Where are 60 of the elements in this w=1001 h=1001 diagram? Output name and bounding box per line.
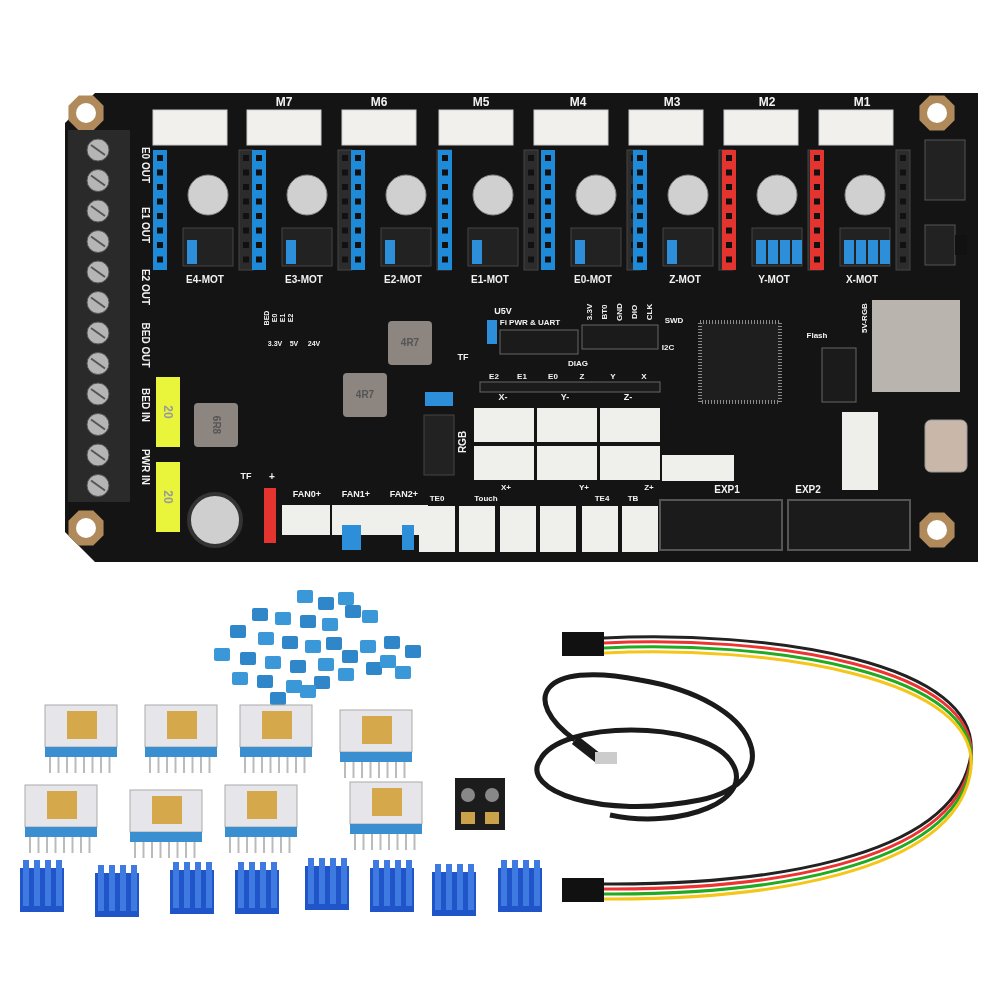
silkscreen-label: FAN0+ — [292, 489, 322, 499]
silkscreen-label: EXP2 — [795, 485, 821, 495]
silkscreen-label: TF — [457, 352, 469, 362]
silkscreen-label: E2 — [489, 373, 499, 381]
silkscreen-label: E0 OUT — [140, 146, 150, 184]
silkscreen-label: FAN1+ — [341, 489, 371, 499]
silkscreen-label: X+ — [501, 484, 511, 492]
silkscreen-label: TE4 — [594, 495, 610, 503]
silkscreen-label: 3.3V — [586, 303, 594, 321]
silkscreen-label: X — [641, 373, 647, 381]
silkscreen-label: E1-MOT — [471, 275, 509, 285]
silkscreen-label: I2C — [661, 344, 675, 352]
silkscreen-label: DIO — [631, 304, 639, 320]
silkscreen-label: BED OUT — [140, 322, 150, 368]
silkscreen-label: + — [269, 472, 275, 482]
silkscreen-label: M6 — [370, 96, 388, 108]
silkscreen-label: Y-MOT — [758, 275, 790, 285]
silkscreen-label: Y+ — [579, 484, 589, 492]
silkscreen-label: X-MOT — [845, 275, 879, 285]
silkscreen-label: SWD — [664, 317, 684, 325]
silkscreen-label: Y- — [560, 392, 570, 402]
silkscreen-label: EXP1 — [714, 485, 740, 495]
silkscreen-label: E4-MOT — [186, 275, 224, 285]
silkscreen-label: BT0 — [601, 304, 609, 320]
silkscreen-label: Y — [610, 373, 616, 381]
silkscreen-label: M3 — [663, 96, 681, 108]
silkscreen-label: Touch — [474, 495, 498, 503]
silkscreen-label: U5V — [494, 306, 512, 316]
silkscreen-label: Z-MOT — [669, 275, 701, 285]
silkscreen-label: E3-MOT — [285, 275, 323, 285]
silkscreen-label: TB — [627, 495, 639, 503]
silkscreen-label: GND — [616, 303, 624, 321]
silkscreen-label: TE0 — [429, 495, 445, 503]
silkscreen-label: E2-MOT — [384, 275, 422, 285]
silkscreen-label: M7 — [275, 96, 293, 108]
silkscreen-label: PWR IN — [140, 448, 150, 486]
silkscreen-label: DIAG — [568, 360, 588, 368]
silkscreen-label: M1 — [853, 96, 871, 108]
silkscreen-label: X- — [498, 392, 508, 402]
silkscreen-label: E0 — [548, 373, 558, 381]
silkscreen-label: FAN2+ — [389, 489, 419, 499]
silkscreen-label: RGB — [458, 430, 468, 454]
silkscreen-label: Fi PWR & UART — [499, 319, 561, 327]
silkscreen-label: CLK — [646, 303, 654, 321]
silkscreen-label: M5 — [472, 96, 490, 108]
silkscreen-label: E1 OUT — [140, 206, 150, 244]
silkscreen-label: M4 — [569, 96, 587, 108]
silkscreen-label: Flash — [806, 332, 828, 340]
silkscreen-label: Z — [579, 373, 585, 381]
silkscreen-label: E1 — [517, 373, 527, 381]
silkscreen-label: 5V-RGB — [861, 303, 869, 333]
silkscreen-label: BED IN — [140, 388, 150, 422]
silkscreen-label: 20 — [162, 490, 174, 504]
silkscreen-label: TF — [240, 471, 252, 481]
silkscreen-label: E2 OUT — [140, 268, 150, 306]
silkscreen-label: Z- — [623, 392, 633, 402]
silkscreen-label: 20 — [162, 405, 174, 419]
silkscreen-label: Z+ — [644, 484, 654, 492]
silkscreen-label: E0-MOT — [574, 275, 612, 285]
silkscreen-label: M2 — [758, 96, 776, 108]
